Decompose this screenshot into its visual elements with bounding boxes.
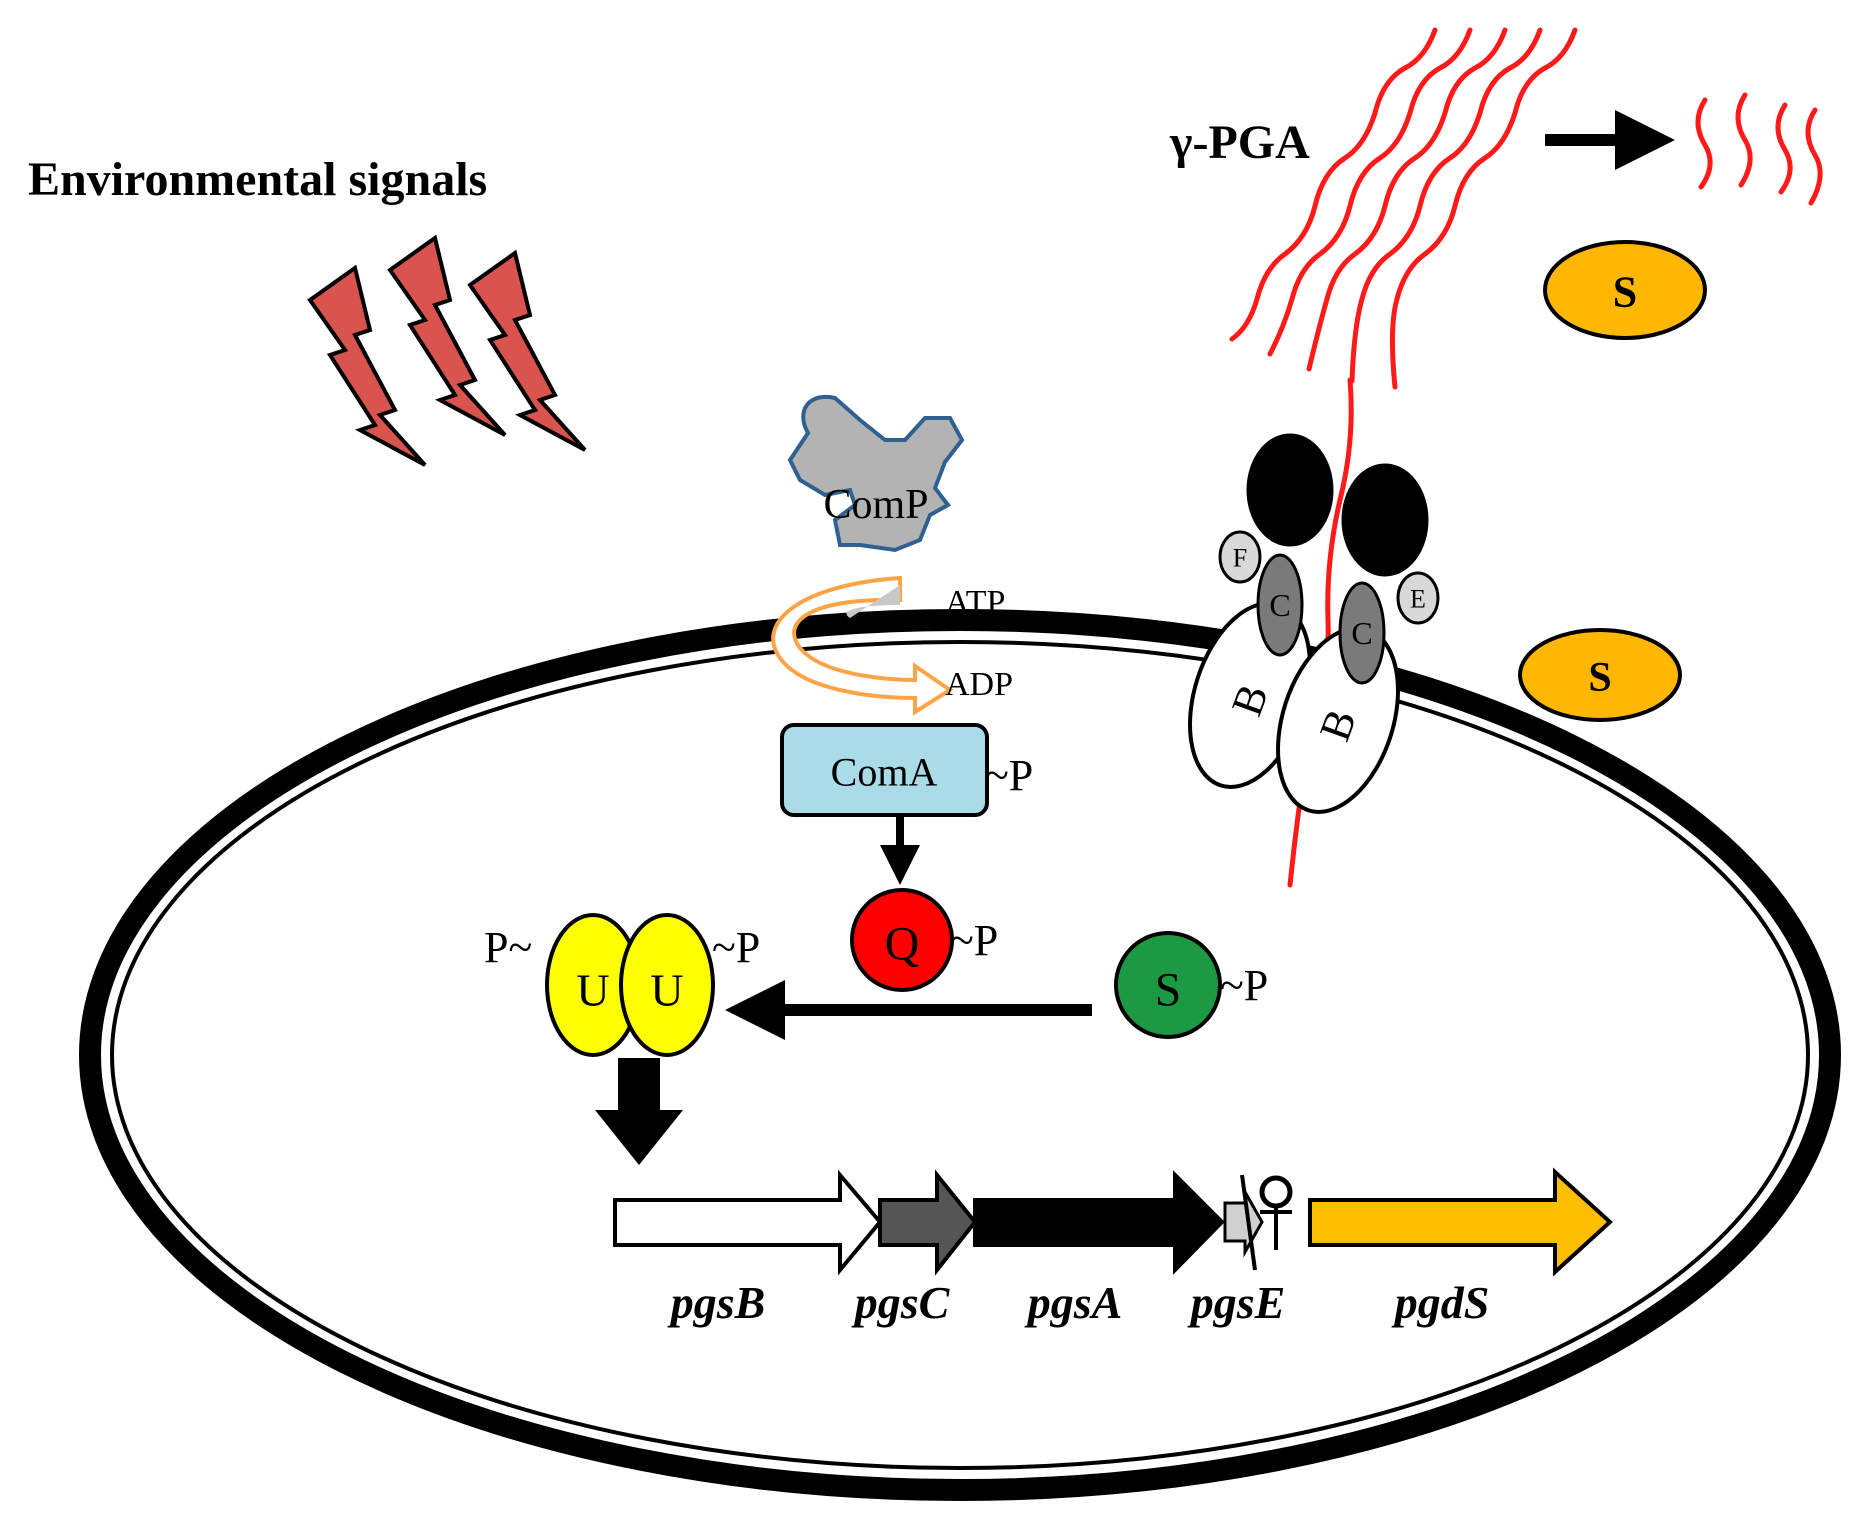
gene-arrow-pgsb: [613, 1169, 883, 1276]
pgse: [1396, 571, 1440, 625]
pga-fragment: [1735, 92, 1753, 188]
comp-label: ComP: [823, 482, 928, 528]
degu-right-label: U: [650, 965, 683, 1016]
pgsc-right-label: C: [1351, 615, 1372, 651]
coma-phospho-label: ~P: [985, 751, 1033, 800]
atp-adp-cycle: ATP ADP: [771, 575, 1013, 716]
gene-label-pgds: pgdS: [1391, 1277, 1490, 1328]
comp-shape: [787, 394, 965, 553]
pgds-membrane: S: [1518, 628, 1682, 722]
pgsf: [1218, 530, 1262, 584]
cell-inner-membrane: [110, 640, 1810, 1470]
gene-arrow-pgds: [1308, 1167, 1613, 1277]
coma-label: ComA: [831, 750, 938, 795]
degq-phospho: Q ~P: [850, 888, 998, 992]
pga-fragments: [1695, 92, 1823, 206]
gene-arrow-pgsc: [878, 1169, 978, 1276]
pgds-extracellular: S: [1543, 240, 1707, 340]
pgsc-right: [1338, 581, 1386, 685]
degq-phospho-label: ~P: [950, 916, 998, 965]
terminator-icon: [1259, 1175, 1293, 1250]
coma-phospho: ComA ~P: [780, 723, 1033, 817]
pgsc-left-label: C: [1269, 587, 1290, 623]
gene-arrow-pgsa: [973, 1170, 1225, 1275]
atp-label: ATP: [945, 584, 1005, 621]
lightning-icon: [387, 234, 507, 437]
pga-fragment: [1775, 102, 1793, 195]
cell-outer-membrane: [79, 609, 1841, 1501]
pga-strand: [1349, 27, 1543, 384]
pgds-extracellular-label: S: [1613, 268, 1637, 317]
pga-strand: [1267, 27, 1473, 357]
degu-right: [619, 913, 715, 1057]
cell-envelope: [79, 609, 1841, 1501]
swra-shape: [1114, 931, 1222, 1039]
pgds-extracellular-shape: [1543, 240, 1707, 340]
lightning-icon: [307, 264, 427, 467]
environmental-signals-label: Environmental signals: [28, 153, 487, 206]
pga-strand: [1389, 27, 1578, 390]
degu-activation-arrow: [595, 1058, 683, 1165]
pgsa-left: [1246, 433, 1334, 547]
swra-label: S: [1155, 964, 1182, 1017]
pga-strand: [1229, 27, 1438, 342]
pgsa-right: [1341, 463, 1429, 577]
gene-label-pgsb: pgsB: [667, 1277, 766, 1328]
pgsc-left: [1256, 553, 1304, 657]
degq-shape: [850, 888, 954, 992]
pga-fragment: [1805, 107, 1823, 206]
coma-box: [780, 723, 989, 817]
gamma-pga-label: γ-PGA: [1169, 116, 1310, 169]
pgse-label: E: [1410, 585, 1426, 614]
adp-label: ADP: [945, 666, 1013, 703]
degu-left-label: U: [576, 965, 609, 1016]
gene-label-pgsa: pgsA: [1024, 1277, 1123, 1328]
promoter-icon: [1240, 1174, 1257, 1271]
gene-arrow-pgse: [1223, 1186, 1264, 1258]
pgsf-label: F: [1233, 544, 1247, 573]
lightning-icons: [307, 234, 587, 467]
degu-left-phospho-label: P~: [484, 923, 532, 972]
pgsa-left-label: A: [1274, 471, 1306, 520]
pgds-membrane-label: S: [1588, 655, 1611, 701]
pga-strand: [1306, 27, 1508, 372]
swra-phospho-label: ~P: [1220, 961, 1268, 1010]
gene-label-pgse: pgsE: [1187, 1277, 1286, 1328]
phosphotransfer-arrow-icon: [771, 575, 954, 716]
swra-phospho: S ~P: [1114, 931, 1268, 1039]
pgds-membrane-shape: [1518, 628, 1682, 722]
comp-receptor: ComP: [787, 394, 965, 553]
degq-label: Q: [885, 918, 920, 971]
degu-right-phospho-label: ~P: [712, 923, 760, 972]
lightning-icon: [467, 249, 587, 452]
pgsa-right-label: A: [1369, 501, 1401, 550]
gene-label-pgsc: pgsC: [851, 1277, 951, 1328]
pgs-operon: pgsB pgsC pgsA pgsE pgdS: [613, 1167, 1613, 1328]
pga-fragment: [1695, 97, 1713, 190]
degu-dimer: U U P~ ~P: [484, 913, 760, 1057]
pgs-complex: B B C C A A F E: [1188, 433, 1440, 814]
